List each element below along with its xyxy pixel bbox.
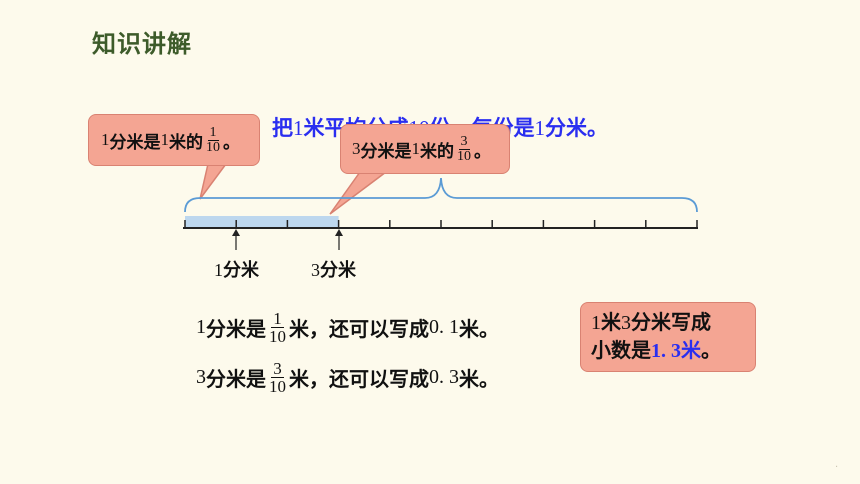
callout3-line1: 1米3分米写成	[591, 309, 711, 337]
callout1-end: 。	[223, 132, 240, 153]
statement-text-1: 把	[272, 116, 293, 140]
callout3-num1: 1	[591, 312, 601, 334]
ruler-label-1: 1分米	[214, 256, 259, 282]
callout3-text1: 米	[601, 310, 621, 334]
arrow-3	[335, 229, 343, 250]
callout3-unit: 米	[681, 338, 701, 362]
callout1-num2: 1	[160, 130, 170, 149]
ruler-label-1-num: 1	[214, 260, 223, 280]
callout1-frac-num: 1	[207, 124, 219, 141]
line1-frac-num: 1	[271, 309, 284, 328]
line1-frac-den: 10	[269, 327, 286, 346]
line2-decimal: 0. 3	[429, 366, 459, 388]
watermark-mark: ·	[835, 462, 839, 473]
callout1-text2: 米的	[169, 132, 203, 153]
callout2-num2: 1	[411, 139, 421, 158]
ruler-label-3-num: 3	[311, 260, 320, 280]
callout1-num1: 1	[101, 130, 110, 149]
callout3-decimal: 1. 3	[651, 340, 681, 362]
line1-num: 1	[196, 316, 206, 338]
page-title: 知识讲解	[92, 30, 192, 58]
callout2-num1: 3	[352, 139, 361, 158]
line1-text-a: 分米是	[206, 317, 266, 341]
callout2-text1: 分米是	[360, 141, 412, 162]
line2-frac-num: 3	[271, 359, 284, 378]
callout2-tail	[329, 171, 389, 215]
statement-num-1: 1	[293, 116, 304, 140]
arrow-1	[232, 229, 240, 250]
brace	[184, 177, 698, 213]
line2-text-a: 分米是	[206, 367, 266, 391]
line2-frac-den: 10	[269, 377, 286, 396]
callout3-end: 。	[701, 338, 721, 362]
ruler-label-3-unit: 分米	[320, 260, 356, 281]
callout1-frac-den: 10	[206, 139, 220, 155]
line2-text-b: 米，还可以写成	[289, 367, 429, 391]
ruler-label-3: 3分米	[311, 256, 356, 282]
statement-text-4: 分米。	[545, 116, 608, 140]
callout3-line2: 小数是1. 3米。	[591, 337, 721, 365]
line2-text-c: 米。	[459, 367, 499, 391]
callout3-text2: 分米写成	[631, 310, 711, 334]
line2-num: 3	[196, 366, 206, 388]
callout2-frac-num: 3	[458, 133, 470, 150]
shaded-segments	[185, 216, 339, 228]
line1-text-c: 米。	[459, 317, 499, 341]
ruler-label-1-unit: 分米	[223, 260, 259, 281]
ruler-ticks	[184, 220, 698, 228]
callout3-text3: 小数是	[591, 338, 651, 362]
line1-text-b: 米，还可以写成	[289, 317, 429, 341]
callout2-frac-den: 10	[457, 148, 471, 164]
callout-decimal-conversion: 1米3分米写成 小数是1. 3米。	[580, 302, 756, 372]
line1-decimal: 0. 1	[429, 316, 459, 338]
callout2-end: 。	[474, 141, 491, 162]
callout1-tail	[199, 163, 228, 200]
callout1-text1: 分米是	[109, 132, 161, 153]
callout2-text2: 米的	[420, 141, 454, 162]
callout3-num2: 3	[621, 312, 631, 334]
statement-num-3: 1	[534, 116, 546, 140]
